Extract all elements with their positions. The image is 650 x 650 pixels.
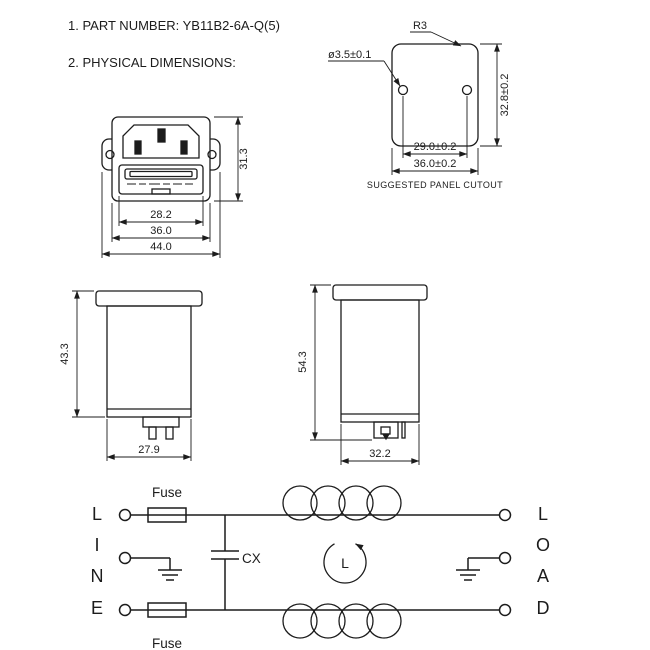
sidefront-stub (142, 416, 180, 428)
front-dim-fuse-width: 28.2 (118, 196, 204, 226)
capacitor-cx-symbol (211, 515, 239, 610)
capacitor-label: CX (242, 551, 261, 566)
load-letter-4: D (537, 598, 550, 618)
front-dim-height-value: 31.3 (238, 148, 250, 169)
load-letter-1: L (538, 504, 548, 524)
sideprofile-cap (332, 284, 428, 301)
panel-cutout-view: R3 ø3.5±0.1 29.0±0.2 36.0±0.2 32.8±0.2 (328, 20, 511, 190)
cutout-hole-label: ø3.5±0.1 (328, 49, 371, 61)
cutout-radius-label: R3 (413, 20, 427, 32)
front-inlet-recess (122, 124, 200, 159)
sidefront-dim-width: 27.9 (106, 419, 192, 461)
front-dim-body-width-value: 36.0 (150, 225, 171, 237)
front-fuse-slot (124, 168, 198, 180)
cutout-dim-width-value: 36.0±0.2 (414, 158, 457, 170)
terminals (118, 508, 512, 617)
fuse-top-label: Fuse (152, 485, 182, 500)
sidefront-dim-height: 43.3 (59, 290, 105, 418)
sideprofile-dim-height: 54.3 (297, 284, 372, 441)
line-letter-4: E (91, 598, 103, 618)
sideprofile-dim-height-value: 54.3 (297, 351, 309, 372)
fuse-bottom-label: Fuse (152, 636, 182, 650)
cutout-left-hole (397, 84, 409, 96)
terminal-line-mid (118, 551, 132, 565)
terminal-load-mid (498, 551, 512, 565)
sideprofile-stub-pin (380, 426, 391, 435)
side-view-profile: 54.3 32.2 (297, 284, 428, 465)
sideprofile-thin-pin (401, 421, 406, 439)
cutout-radius-callout: R3 (410, 20, 462, 47)
sidefront-dim-width-value: 27.9 (138, 444, 159, 456)
cutout-dim-hole-spacing: 29.0±0.2 (402, 96, 468, 158)
terminal-load-top (498, 508, 512, 522)
inductance-label: L (341, 555, 349, 571)
sideprofile-body (340, 299, 420, 423)
front-dim-total-width-value: 44.0 (150, 241, 171, 253)
front-neutral-pin (180, 140, 188, 155)
choke-top-winding (282, 485, 402, 521)
ground-right-symbol (456, 557, 500, 581)
cutout-dim-height-value: 32.8±0.2 (499, 74, 511, 117)
front-dim-total-width: 44.0 (101, 172, 221, 258)
cutout-caption: SUGGESTED PANEL CUTOUT (367, 180, 503, 190)
front-ground-pin (157, 128, 166, 143)
front-line-pin (134, 140, 142, 155)
terminal-line-bottom (118, 603, 132, 617)
sideprofile-stub-pin-tip (381, 433, 391, 441)
sideprofile-dim-width: 32.2 (340, 424, 420, 465)
front-view: 31.3 28.2 36.0 44.0 (101, 116, 250, 258)
terminal-load-bottom (498, 603, 512, 617)
sidefront-body (106, 305, 192, 418)
line-letter-1: L (92, 504, 102, 524)
ground-left-symbol (130, 557, 182, 581)
front-dim-fuse-width-value: 28.2 (150, 209, 171, 221)
load-side-label: L O A D (536, 504, 550, 618)
sidefront-dim-height-value: 43.3 (59, 343, 71, 364)
front-dim-height: 31.3 (214, 116, 250, 202)
front-right-mount-hole (207, 149, 217, 160)
front-fuse-bar (129, 170, 193, 178)
sideprofile-dim-width-value: 32.2 (369, 448, 390, 460)
header-notes: 1. PART NUMBER: YB11B2-6A-Q(5) 2. PHYSIC… (68, 18, 280, 70)
terminal-line-top (118, 508, 132, 522)
cutout-dim-width: 36.0±0.2 (391, 148, 479, 175)
cutout-dim-hole-spacing-value: 29.0±0.2 (414, 141, 457, 153)
front-flange-outline (111, 116, 211, 202)
physical-dimensions-note: 2. PHYSICAL DIMENSIONS: (68, 55, 236, 70)
line-side-label: L I N E (91, 504, 104, 618)
cutout-hole-callout: ø3.5±0.1 (328, 49, 401, 87)
side-view-front: 43.3 27.9 (59, 290, 203, 461)
cutout-dim-height: 32.8±0.2 (480, 43, 511, 147)
line-letter-2: I (94, 535, 99, 555)
front-drawer-latch (151, 188, 171, 195)
load-letter-2: O (536, 535, 550, 555)
load-letter-3: A (537, 566, 549, 586)
sidefront-cap (95, 290, 203, 307)
sidefront-pin-right (165, 426, 174, 440)
cutout-right-hole (461, 84, 473, 96)
choke-bottom-winding (282, 603, 402, 639)
circulating-arrow-icon (323, 543, 367, 584)
front-dim-body-width: 36.0 (111, 203, 211, 242)
sidefront-pin-left (148, 426, 157, 440)
schematic: L Fuse Fuse CX L I N E L O A D (91, 485, 551, 650)
part-number-note: 1. PART NUMBER: YB11B2-6A-Q(5) (68, 18, 280, 33)
line-letter-3: N (91, 566, 104, 586)
front-left-mount-hole (105, 149, 115, 160)
cutout-outline (391, 43, 479, 147)
